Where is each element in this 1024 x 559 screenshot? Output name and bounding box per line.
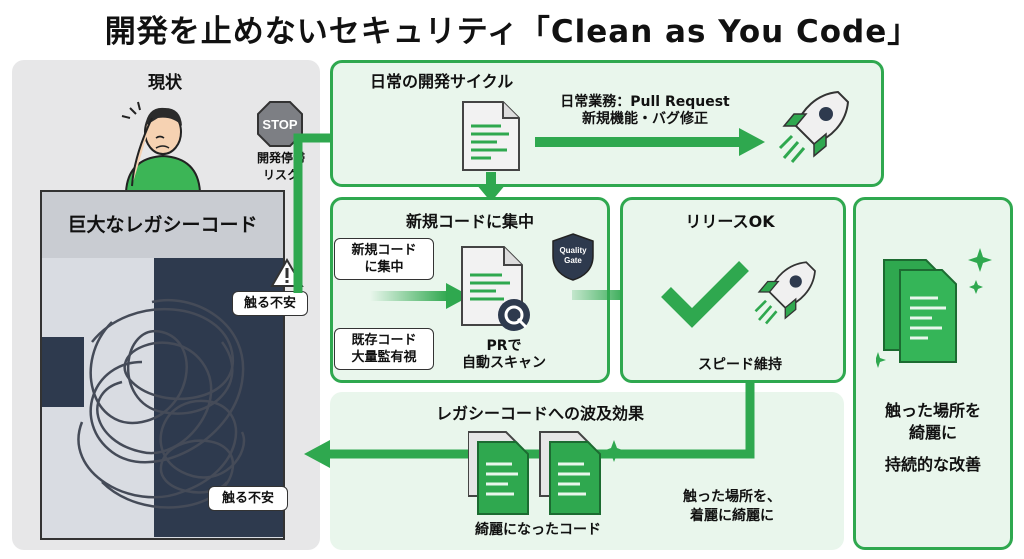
worried-developer-icon — [118, 96, 208, 192]
sparkle-documents-icon — [876, 240, 1000, 370]
quality-gate-icon — [551, 232, 595, 282]
rocket-icon — [776, 86, 856, 166]
current-state-heading: 現状 — [148, 73, 182, 93]
rocket-icon — [752, 256, 822, 328]
stop-sign-text: STOP — [262, 117, 297, 132]
anxiety-label-1: 触る不安 — [232, 291, 308, 316]
daily-cycle-heading: 日常の開発サイクル — [370, 72, 514, 91]
ripple-note-line1: 触った場所を、 — [683, 489, 781, 505]
daily-task-line1: 日常業務：Pull Request — [560, 94, 730, 110]
ripple-heading: レガシーコードへの波及効果 — [435, 404, 644, 423]
scanned-document-icon — [460, 245, 535, 335]
auto-scan-line1: PRで — [486, 338, 522, 354]
speed-label: スピード維持 — [698, 357, 782, 373]
focus-heading: 新規コードに集中 — [405, 212, 534, 231]
ripple-note-line2: 着麗に綺麗に — [690, 508, 774, 524]
sustain-panel — [853, 197, 1013, 550]
bubble-new-code: 新規コード に集中 — [334, 238, 434, 280]
checkmark-icon — [660, 258, 750, 328]
anxiety-label-2: 触る不安 — [208, 486, 288, 511]
daily-task-text: 日常業務：Pull Request 新規機能・バグ修正 — [540, 94, 750, 128]
ripple-note: 触った場所を、 着麗に綺麗に — [672, 488, 792, 526]
auto-scan-line2: 自動スキャン — [462, 355, 546, 371]
legacy-code-title: 巨大なレガシーコード — [42, 192, 283, 258]
arrow-to-rocket — [535, 128, 767, 156]
stop-sign-icon: STOP — [256, 100, 304, 148]
sustain-line3: 持続的な改善 — [884, 455, 981, 474]
bubble-legacy-code: 既存コード 大量監有視 — [334, 328, 434, 370]
inflow-arrow — [370, 283, 470, 309]
sustain-line2: 綺麗に — [908, 423, 957, 442]
auto-scan-label: PRで 自動スキャン — [454, 338, 554, 372]
quality-gate-line1: Quality — [559, 246, 587, 255]
document-icon — [461, 100, 521, 172]
risk-label-line2: リスク — [262, 168, 299, 182]
bubble-new-code-line2: に集中 — [364, 260, 404, 275]
sustain-text: 触った場所を 綺麗に 持続的な改善 — [858, 400, 1008, 476]
risk-label: 開発停滞 リスク — [246, 150, 316, 184]
quality-gate-label: Quality Gate — [551, 246, 595, 266]
bubble-legacy-line2: 大量監有視 — [351, 350, 417, 365]
down-arrow — [476, 172, 506, 202]
page-title: 開発を止めないセキュリティ「Clean as You Code」 — [104, 14, 920, 50]
bubble-legacy-line1: 既存コード — [351, 333, 417, 348]
quality-gate-line2: Gate — [564, 256, 582, 265]
tangled-code-icon — [52, 282, 277, 532]
bubble-new-code-line1: 新規コード — [351, 243, 417, 258]
clean-code-icon — [468, 430, 628, 516]
sustain-line1: 触った場所を — [884, 401, 981, 420]
risk-label-line1: 開発停滞 — [256, 151, 305, 165]
clean-code-label: 綺麗になったコード — [475, 522, 601, 538]
release-heading: リリースOK — [685, 212, 775, 231]
legacy-tile — [42, 337, 84, 407]
daily-task-line2: 新規機能・バグ修正 — [582, 111, 708, 127]
